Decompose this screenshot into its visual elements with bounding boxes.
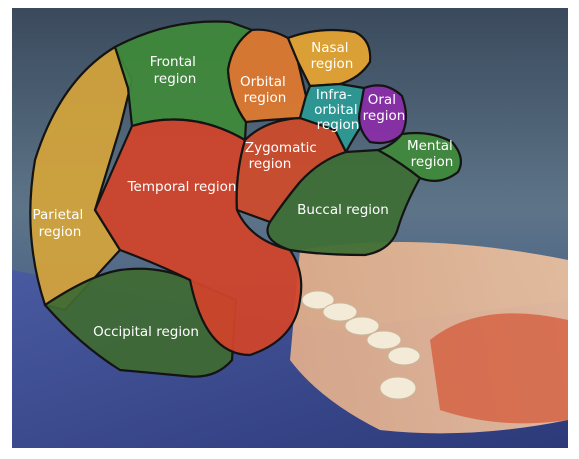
infraorbital-region-label: Infra- orbital region — [314, 87, 362, 133]
parietal-region-label: Parietal region — [32, 207, 87, 240]
frontal-region-label: Frontal region — [150, 54, 200, 87]
oral-region-label: Oral region — [363, 92, 406, 124]
mental-region-label: Mental region — [407, 138, 457, 170]
orbital-region-label: Orbital region — [240, 74, 290, 106]
buccal-region-label: Buccal region — [297, 202, 389, 218]
occipital-region-label: Occipital region — [93, 324, 199, 340]
nasal-region-label: Nasal region — [311, 40, 354, 72]
temporal-region-label: Temporal region — [127, 179, 237, 195]
neck-dissection — [430, 313, 568, 423]
